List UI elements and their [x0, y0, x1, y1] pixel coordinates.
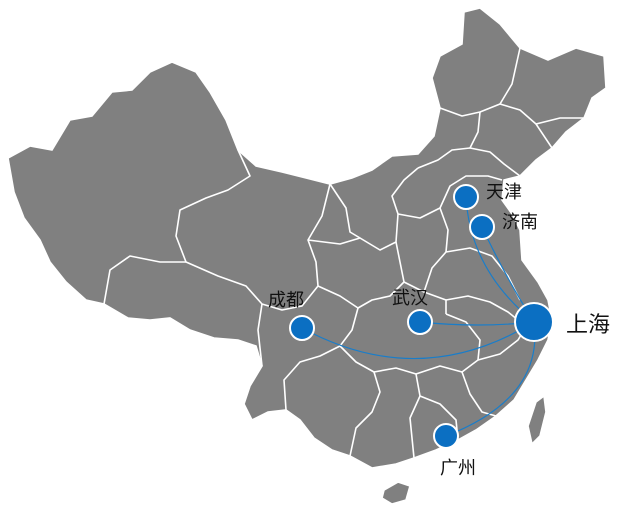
city-marker-chengdu[interactable] [289, 315, 315, 341]
border-line [373, 367, 421, 459]
hub-marker-shanghai[interactable] [514, 302, 554, 342]
route-chengdu-shanghai [301, 321, 535, 360]
city-label-tianjin: 天津 [486, 182, 522, 203]
city-marker-guangzhou[interactable] [433, 423, 459, 449]
border-line [403, 281, 447, 314]
border-line [423, 247, 521, 301]
province-borders [103, 47, 584, 459]
city-label-chengdu: 成都 [268, 290, 304, 311]
city-marker-wuhan[interactable] [407, 309, 433, 335]
china-landmass [7, 7, 607, 505]
border-line [261, 183, 331, 311]
city-marker-tianjin[interactable] [453, 184, 479, 210]
border-line [535, 117, 584, 125]
taiwan-island [527, 394, 547, 446]
city-label-wuhan: 武汉 [392, 288, 428, 309]
border-line [469, 111, 481, 149]
border-line [339, 345, 381, 457]
city-label-guangzhou: 广州 [440, 458, 476, 479]
border-line [445, 295, 519, 321]
border-line [439, 175, 503, 253]
city-labels: 天津 济南 武汉 成都 广州 上海 [268, 182, 610, 479]
border-line [175, 149, 263, 305]
city-label-jinan: 济南 [502, 212, 538, 233]
mainland-shape [7, 7, 607, 469]
city-marker-jinan[interactable] [469, 214, 495, 240]
hainan-island [381, 481, 411, 505]
city-markers [289, 184, 554, 449]
border-line [499, 47, 521, 105]
border-line [317, 241, 405, 309]
border-line [103, 255, 186, 305]
city-label-shanghai: 上海 [566, 313, 610, 338]
border-line [329, 183, 361, 239]
border-line [397, 207, 441, 219]
border-line [257, 303, 263, 367]
border-line [283, 307, 359, 411]
